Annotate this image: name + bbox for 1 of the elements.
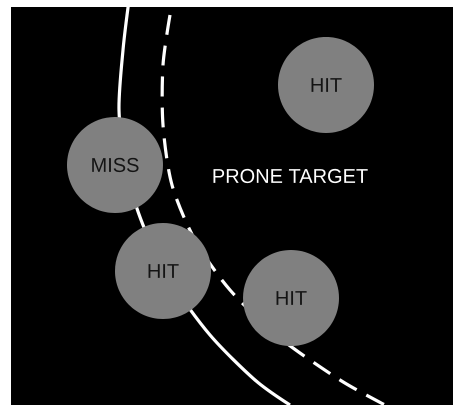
area-label: PRONE TARGET	[214, 168, 368, 184]
